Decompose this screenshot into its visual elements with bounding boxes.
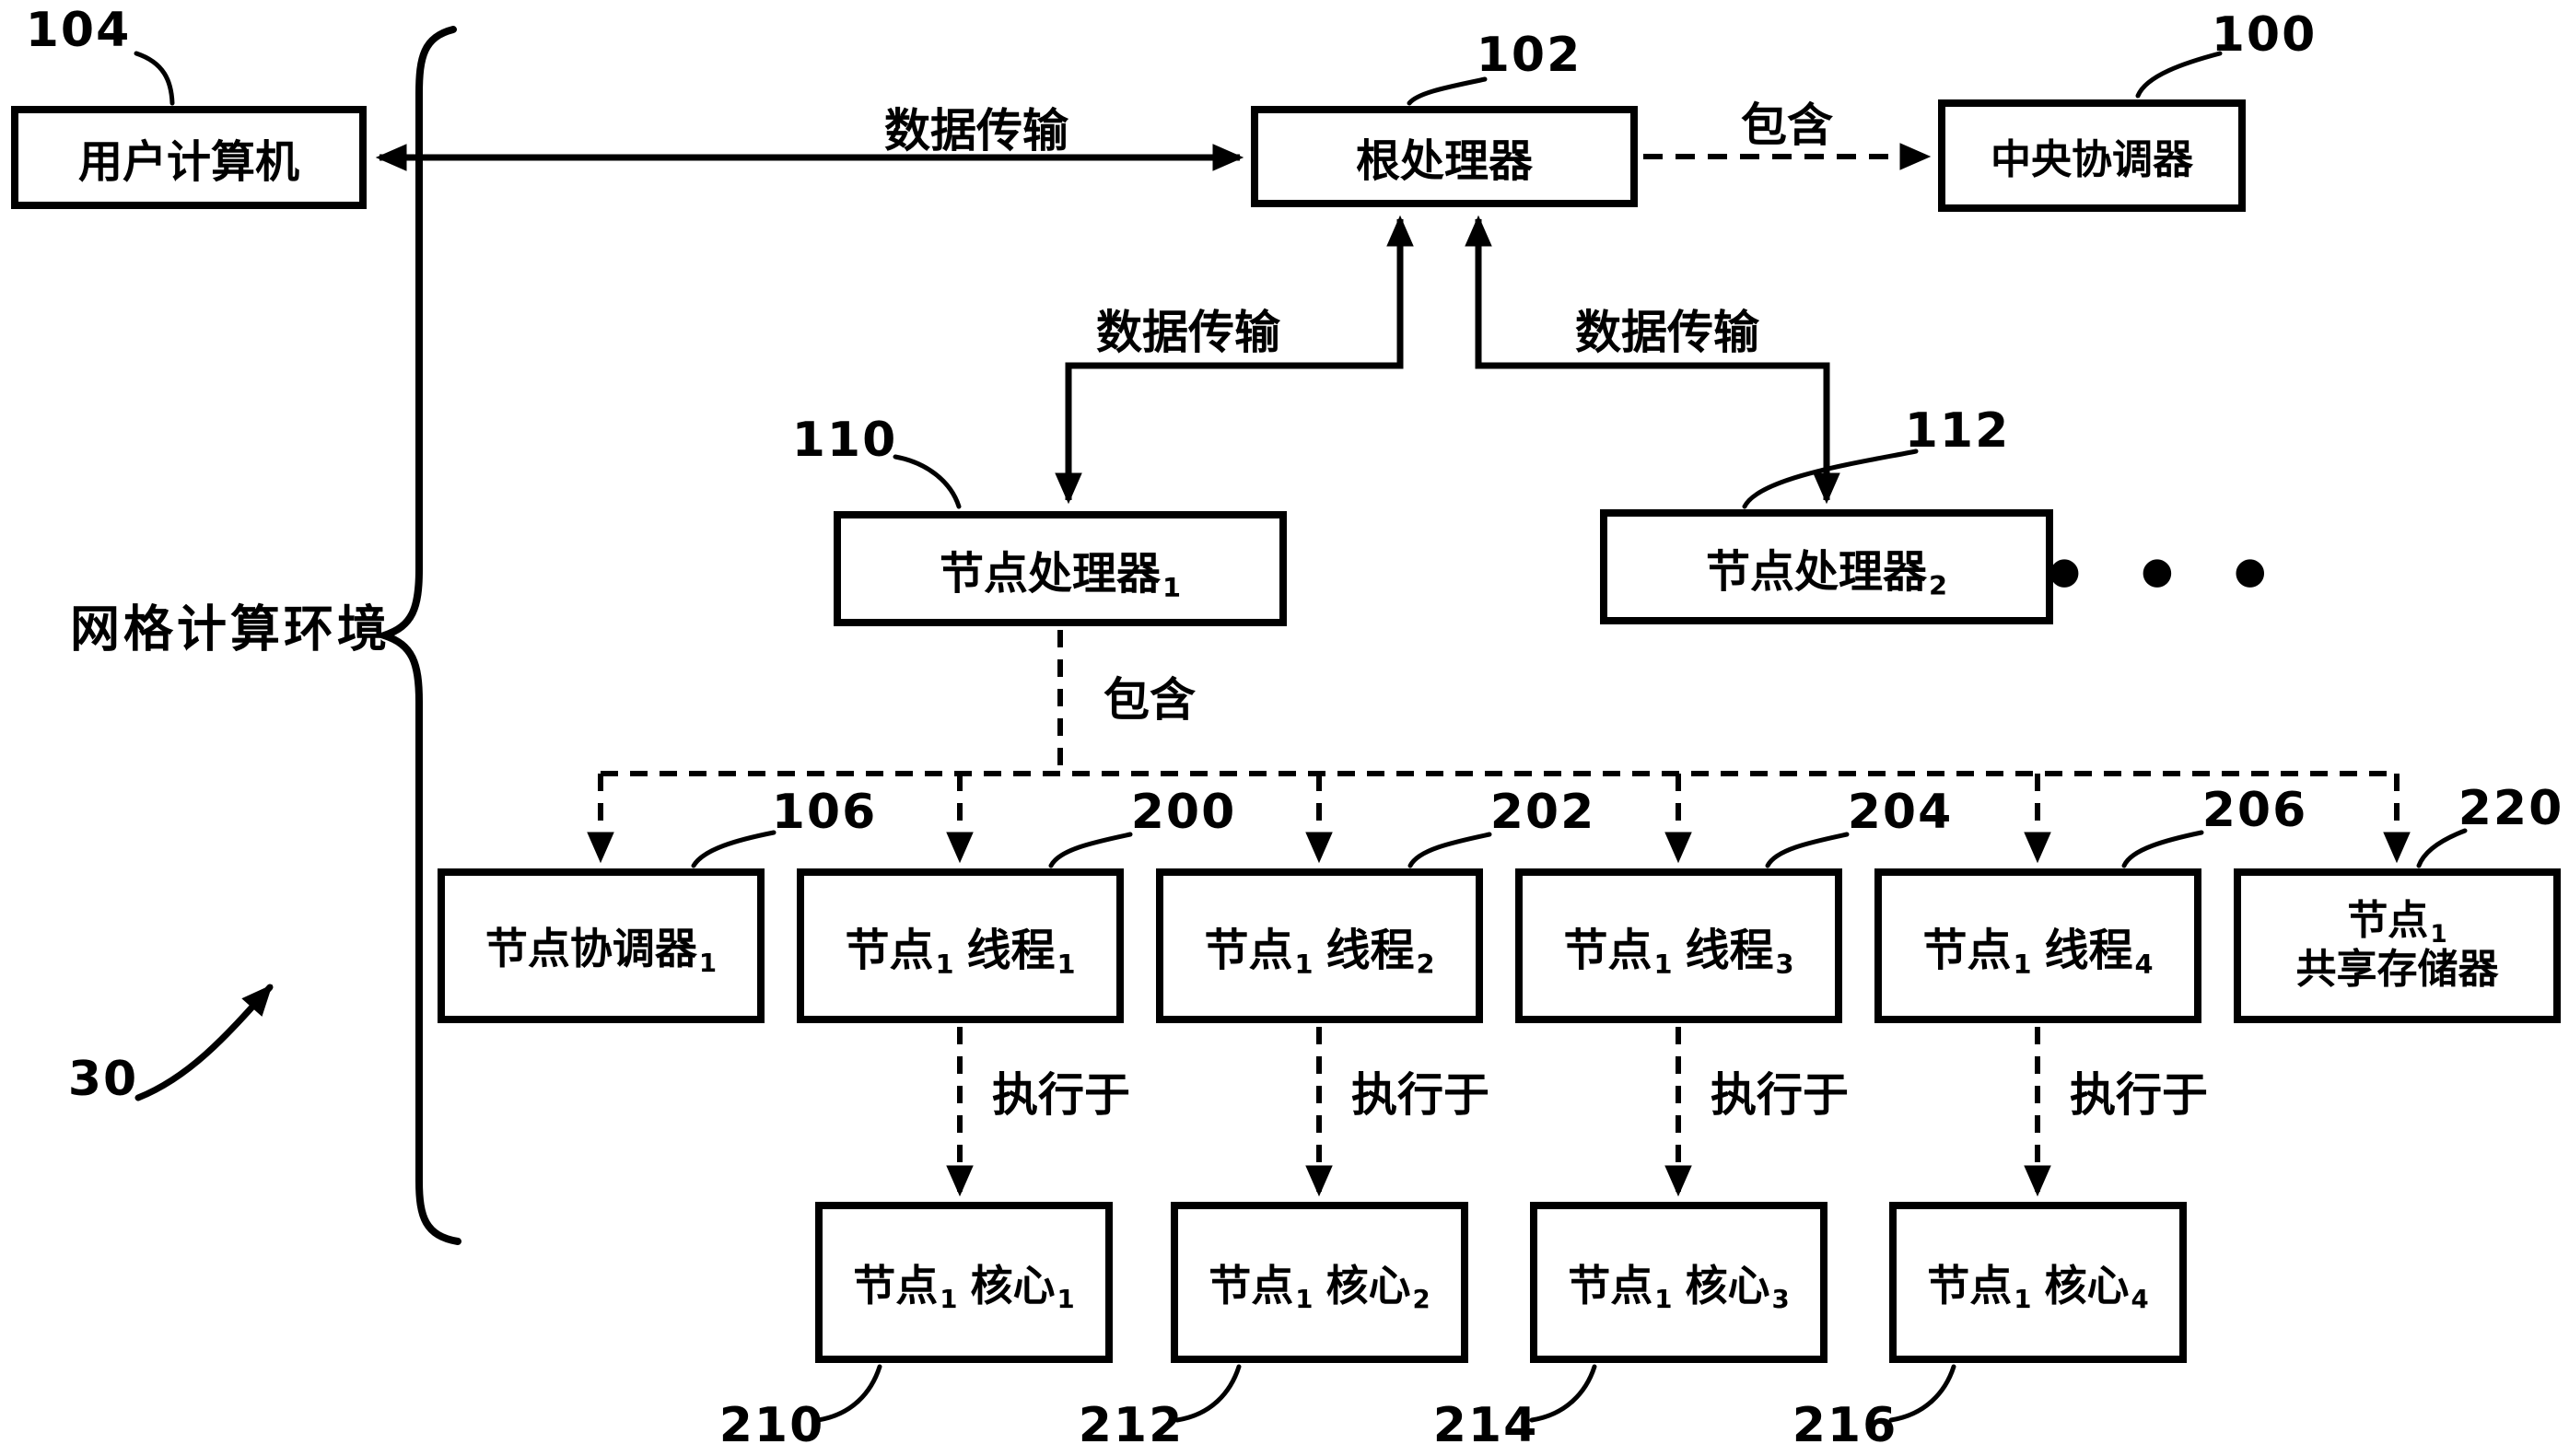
ref-210: 210 (718, 1398, 825, 1453)
data-transfer-node1-label: 数据传输 (1096, 306, 1280, 359)
leader-212 (1174, 1364, 1242, 1423)
contains-top-label: 包含 (1741, 99, 1833, 152)
grid-environment-brace (371, 26, 461, 1245)
contains-node1-label: 包含 (1104, 673, 1196, 727)
edge-root-node1 (1055, 215, 1414, 505)
leader-106 (691, 830, 777, 868)
box-central-coordinator: 中央协调器 (1938, 99, 2246, 212)
ref-200: 200 (1130, 785, 1237, 840)
ref-112: 112 (1904, 403, 2011, 459)
leader-110 (893, 454, 962, 509)
pointer-30-arrow (134, 984, 274, 1101)
ref-110: 110 (791, 413, 898, 468)
more-nodes-ellipsis: ● ● ● (2048, 550, 2291, 592)
ref-204: 204 (1847, 785, 1954, 840)
leader-202 (1407, 832, 1492, 868)
executes-on-label-1: 执行于 (992, 1068, 1130, 1122)
ref-106: 106 (771, 785, 878, 840)
root-processor-label: 根处理器 (1355, 135, 1533, 187)
leader-216 (1888, 1364, 1956, 1423)
box-root-processor: 根处理器 (1251, 106, 1638, 207)
ref-100: 100 (2211, 7, 2318, 63)
ref-202: 202 (1489, 785, 1596, 840)
ref-102: 102 (1476, 28, 1582, 83)
user-computer-label: 用户计算机 (77, 136, 299, 188)
leader-112 (1742, 448, 1919, 509)
ref-30: 30 (67, 1052, 139, 1107)
data-transfer-top-label: 数据传输 (884, 104, 1068, 157)
leader-206 (2121, 830, 2204, 868)
ref-206: 206 (2201, 783, 2308, 838)
grid-environment-label: 网格计算环境 (70, 600, 391, 658)
leader-200 (1048, 832, 1133, 868)
ref-216: 216 (1792, 1398, 1898, 1453)
executes-on-label-4: 执行于 (2070, 1068, 2208, 1122)
shared-memory-label-line2: 共享存储器 (2295, 946, 2499, 993)
ref-214: 214 (1432, 1398, 1539, 1453)
executes-on-label-3: 执行于 (1711, 1068, 1849, 1122)
leader-104 (134, 51, 175, 106)
leader-102 (1407, 76, 1488, 106)
leader-204 (1765, 832, 1850, 868)
ref-104: 104 (25, 3, 132, 58)
leader-214 (1529, 1364, 1597, 1423)
leader-210 (815, 1364, 882, 1423)
central-coordinator-label: 中央协调器 (1991, 136, 2193, 183)
ref-212: 212 (1078, 1398, 1185, 1453)
edge-root-node2 (1465, 215, 1840, 505)
ref-220: 220 (2458, 781, 2564, 836)
data-transfer-node2-label: 数据传输 (1575, 306, 1759, 359)
executes-on-label-2: 执行于 (1351, 1068, 1489, 1122)
box-user-computer: 用户计算机 (11, 106, 367, 209)
leader-220 (2416, 828, 2468, 868)
leader-100 (2135, 51, 2223, 99)
